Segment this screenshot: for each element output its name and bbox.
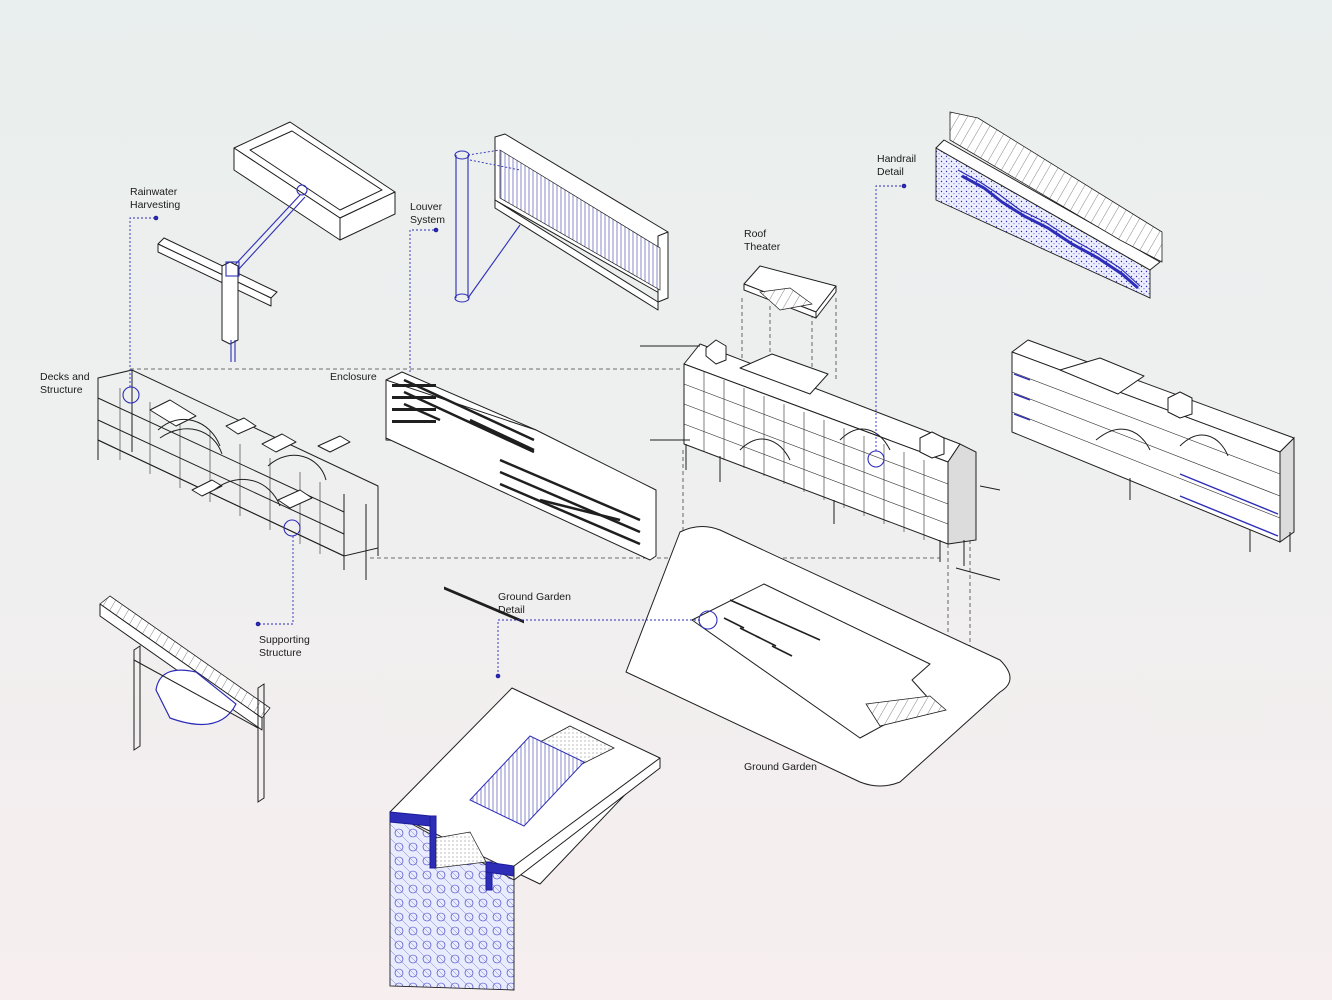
label-line: Ground Garden <box>498 591 571 603</box>
label-ground-garden-detail: Ground Garden Detail <box>498 591 571 617</box>
label-decks-and-structure: Decks and Structure <box>40 371 90 397</box>
label-line: Handrail <box>877 153 917 165</box>
ground-garden-model <box>625 526 1011 787</box>
label-line: System <box>410 214 446 226</box>
label-line: Rainwater <box>130 186 178 198</box>
rainwater-harvesting-model <box>157 121 396 362</box>
supporting-structure-model <box>99 595 271 803</box>
label-line: Decks and <box>40 371 90 383</box>
label-leaders <box>129 183 907 679</box>
label-ground-garden: Ground Garden <box>744 761 817 774</box>
label-line: Enclosure <box>330 371 377 383</box>
ground-garden-detail-model <box>389 687 661 991</box>
label-louver-system: Louver System <box>410 201 445 227</box>
label-line: Detail <box>498 604 525 616</box>
main-building-model <box>640 339 1001 581</box>
label-line: Harvesting <box>130 199 181 211</box>
right-building-model <box>1011 339 1295 552</box>
label-supporting-structure: Supporting Structure <box>259 634 310 660</box>
label-line: Theater <box>744 241 781 253</box>
label-line: Roof <box>744 228 767 240</box>
decks-and-structure-model <box>97 369 379 580</box>
handrail-detail-model <box>935 111 1163 299</box>
label-handrail-detail: Handrail Detail <box>877 153 916 179</box>
label-line: Detail <box>877 166 904 178</box>
label-rainwater-harvesting: Rainwater Harvesting <box>130 186 180 212</box>
louver-system-model <box>454 133 669 311</box>
label-roof-theater: Roof Theater <box>744 228 780 254</box>
label-line: Structure <box>259 647 302 659</box>
label-line: Supporting <box>259 634 310 646</box>
label-enclosure: Enclosure <box>330 371 377 384</box>
label-line: Structure <box>40 384 83 396</box>
label-line: Louver <box>410 201 443 213</box>
roof-theater-model <box>743 265 837 319</box>
label-line: Ground Garden <box>744 761 817 773</box>
enclosure-model <box>385 371 657 624</box>
